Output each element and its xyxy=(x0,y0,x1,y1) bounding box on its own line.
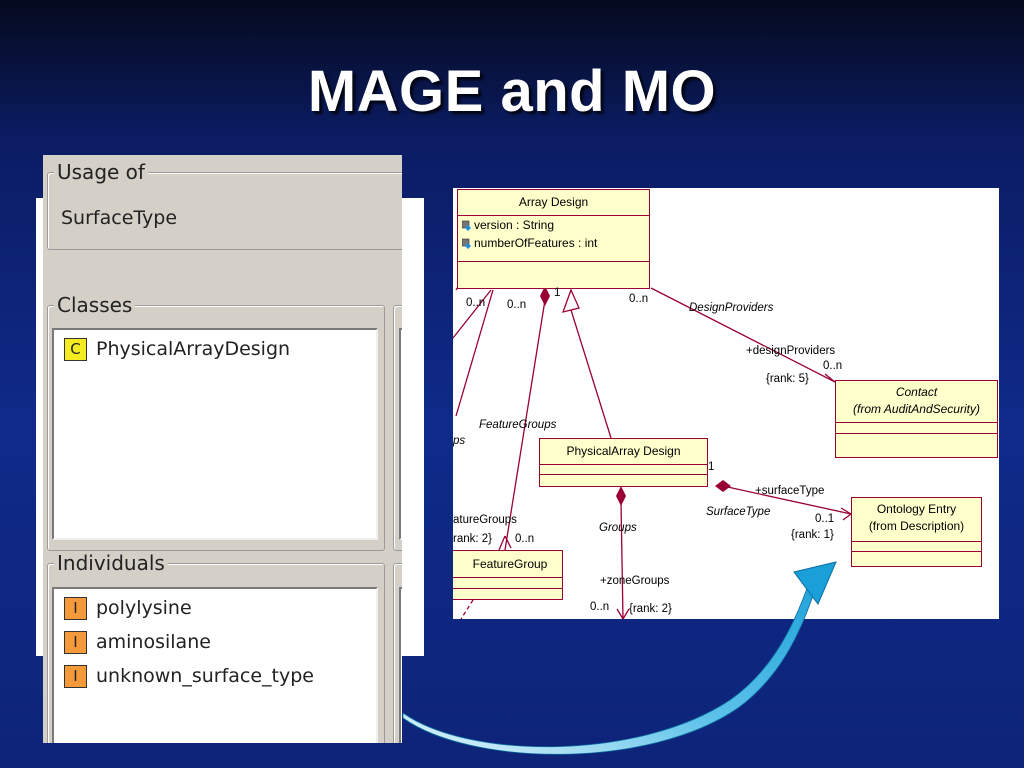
class-name: Contact xyxy=(895,385,938,399)
usage-legend: Usage of xyxy=(54,160,148,184)
attribute-text: numberOfFeatures : int xyxy=(474,236,598,250)
class-name: PhysicalArray Design xyxy=(566,444,681,458)
role-label: atureGroups xyxy=(453,514,517,526)
usage-fieldset xyxy=(47,172,402,250)
class-name: Array Design xyxy=(518,195,589,209)
slide-title: MAGE and MO xyxy=(307,59,717,124)
constraint-label: rank: 2} xyxy=(453,533,492,545)
multiplicity-label: 0..n xyxy=(507,299,527,311)
attribute-icon xyxy=(462,220,472,231)
role-label: +surfaceType xyxy=(755,485,825,497)
classes-side-list xyxy=(399,328,402,540)
association-label: FeatureGroups xyxy=(479,419,557,431)
list-item[interactable]: C PhysicalArrayDesign xyxy=(64,336,290,362)
uml-diagram: Array Design version : String numberOfFe… xyxy=(453,188,999,619)
usage-value: SurfaceType xyxy=(61,207,178,229)
classes-legend: Classes xyxy=(54,293,136,317)
multiplicity-label: 0..n xyxy=(466,297,486,309)
association-label: SurfaceType xyxy=(706,506,771,518)
uml-class-ontology-entry: Ontology Entry (from Description) xyxy=(851,497,982,567)
multiplicity-label: 0..n xyxy=(629,293,649,305)
classes-list[interactable]: C PhysicalArrayDesign xyxy=(52,328,378,540)
class-stereotype: (from AuditAndSecurity) xyxy=(853,402,980,416)
constraint-label: {rank: 1} xyxy=(791,529,834,541)
individuals-side-list xyxy=(399,587,402,743)
classes-fieldset xyxy=(47,305,385,551)
individual-icon: I xyxy=(64,596,87,620)
role-label: +designProviders xyxy=(746,345,836,357)
constraint-label: {rank: 5} xyxy=(766,373,809,385)
class-label: PhysicalArrayDesign xyxy=(96,338,291,360)
classes-side-fieldset xyxy=(393,305,402,551)
class-stereotype: (from Description) xyxy=(868,519,965,533)
class-name: Ontology Entry xyxy=(876,502,957,516)
ontology-browser-panel: Usage of SurfaceType Classes C PhysicalA… xyxy=(43,155,402,743)
association-label: DesignProviders xyxy=(689,302,774,314)
list-item[interactable]: I aminosilane xyxy=(64,629,211,655)
role-label: +zoneGroups xyxy=(600,575,670,587)
uml-class-array-design: Array Design version : String numberOfFe… xyxy=(457,189,650,289)
multiplicity-label: 0..n xyxy=(515,533,535,545)
arrow-head-icon xyxy=(793,561,837,605)
list-item[interactable]: I unknown_surface_type xyxy=(64,663,314,689)
attribute-text: version : String xyxy=(474,218,555,232)
multiplicity-label: 1 xyxy=(708,461,715,473)
attribute-row: numberOfFeatures : int xyxy=(462,234,649,252)
uml-class-contact: Contact (from AuditAndSecurity) xyxy=(835,380,998,458)
arrow-shaft xyxy=(402,567,823,755)
individual-label: polylysine xyxy=(96,597,192,619)
multiplicity-label: 0..n xyxy=(590,601,610,613)
class-name: FeatureGroup xyxy=(472,557,548,571)
individual-icon: I xyxy=(64,630,87,654)
attribute-icon xyxy=(462,238,472,249)
association-label: Groups xyxy=(599,522,637,534)
multiplicity-label: 1 xyxy=(554,287,561,299)
uml-class-feature-group: FeatureGroup xyxy=(453,550,563,600)
individual-icon: I xyxy=(64,664,87,688)
constraint-label: {rank: 2} xyxy=(629,603,672,615)
association-label: ps xyxy=(453,435,466,447)
individuals-side-fieldset xyxy=(393,563,402,743)
individuals-fieldset xyxy=(47,563,385,743)
class-icon: C xyxy=(64,337,87,361)
attribute-row: version : String xyxy=(462,216,649,234)
multiplicity-label: 0..1 xyxy=(815,513,835,525)
uml-class-physical-array-design: PhysicalArray Design xyxy=(539,438,708,487)
individual-label: unknown_surface_type xyxy=(96,665,314,687)
multiplicity-label: 0..n xyxy=(823,360,843,372)
individuals-list[interactable]: I polylysine I aminosilane I unknown_sur… xyxy=(52,587,378,743)
individuals-legend: Individuals xyxy=(54,551,168,575)
individual-label: aminosilane xyxy=(96,631,211,653)
list-item[interactable]: I polylysine xyxy=(64,595,192,621)
uml-connectors xyxy=(453,275,852,619)
